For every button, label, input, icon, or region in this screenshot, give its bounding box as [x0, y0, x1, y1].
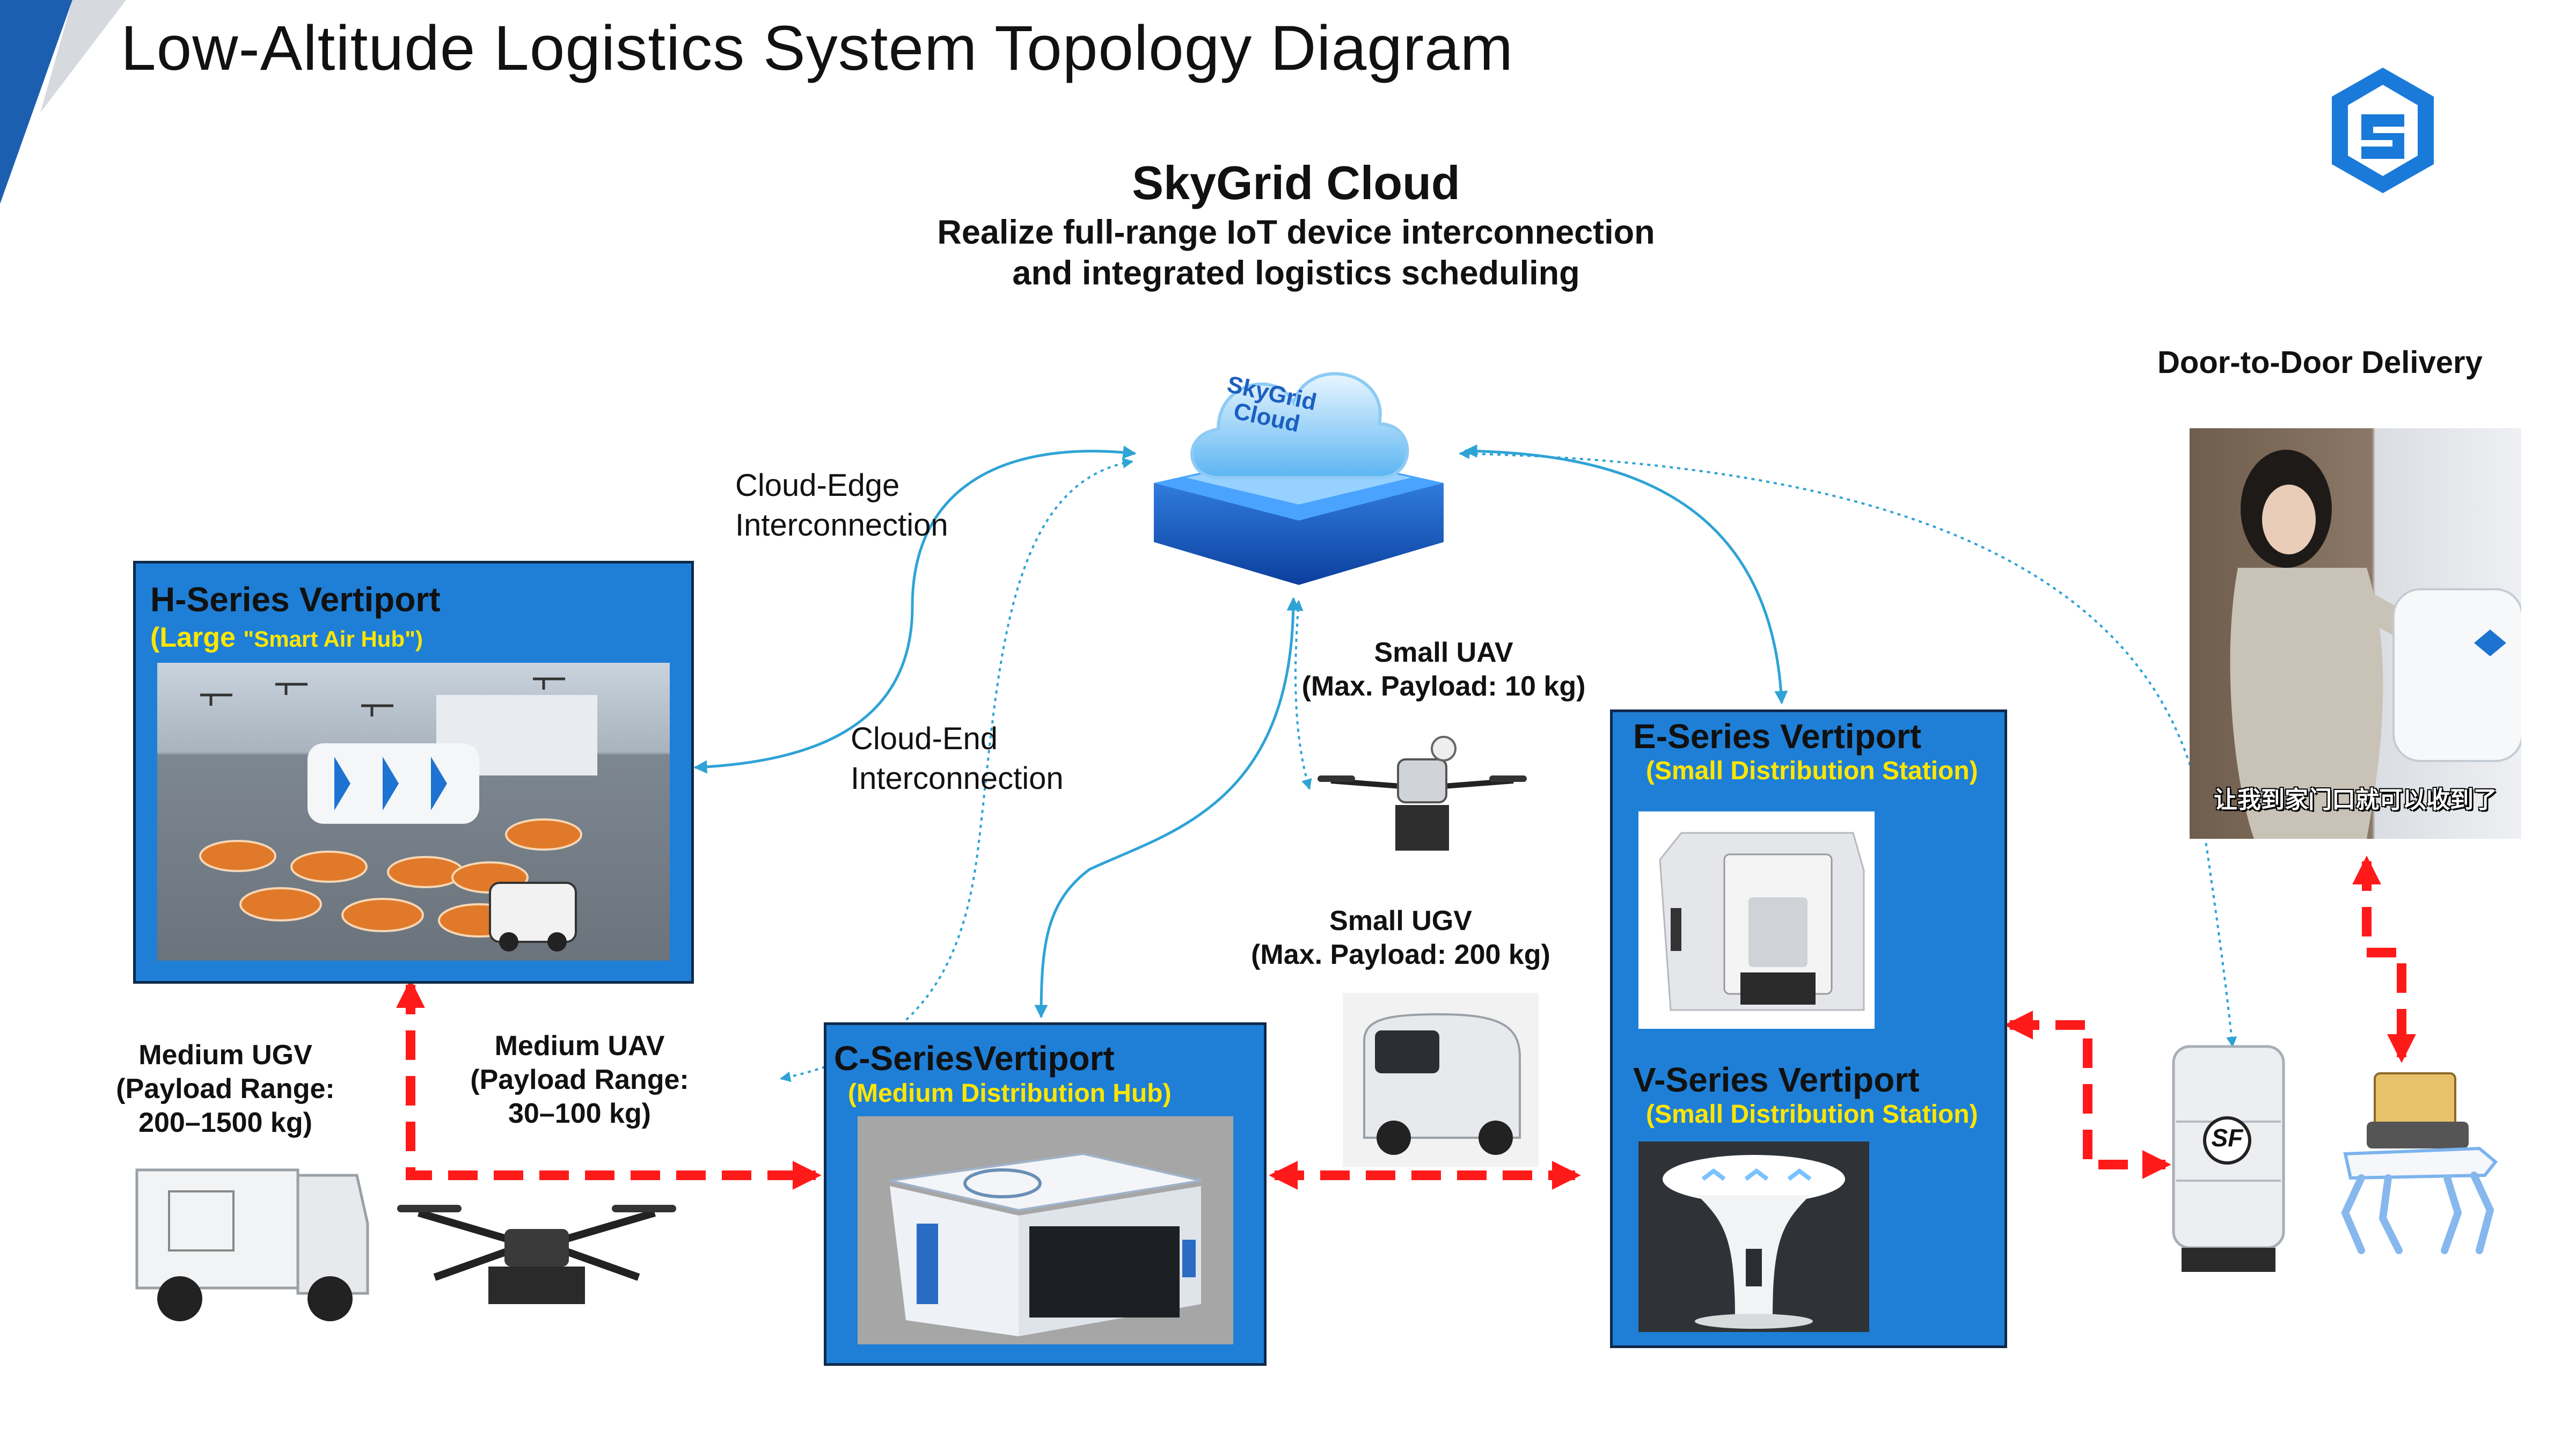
- medium-ugv-line3: 200–1500 kg): [138, 1107, 312, 1138]
- small-ugv-label: Small UGV (Max. Payload: 200 kg): [1242, 904, 1559, 972]
- cloud-subtitle-line2: and integrated logistics scheduling: [1012, 254, 1580, 292]
- flow-station-to-locker: [2004, 1011, 2171, 1179]
- distribution-hub-illustration-icon: [889, 1152, 1202, 1336]
- v-series-station-illustration-icon: [1663, 1155, 1845, 1329]
- cloud-subtitle-line1: Realize full-range IoT device interconne…: [937, 214, 1655, 251]
- c-series-subtitle: (Medium Distribution Hub): [848, 1079, 1172, 1108]
- c-series-vertiport-box[interactable]: C-SeriesVertiport (Medium Distribution H…: [824, 1022, 1267, 1366]
- small-uav-line1: Small UAV: [1374, 637, 1513, 668]
- door-delivery-caption: 让我到家门口就可以收到了: [2214, 787, 2497, 813]
- v-series-photo: [1638, 1141, 1869, 1332]
- cloud-end-line2: Interconnection: [851, 761, 1064, 796]
- medium-uav-label: Medium UAV (Payload Range: 30–100 kg): [445, 1029, 714, 1131]
- smart-locker-icon: [2172, 1045, 2285, 1272]
- cloud-edge-line2: Interconnection: [735, 508, 948, 543]
- door-delivery-photo: 让我到家门口就可以收到了: [2190, 428, 2521, 839]
- small-ugv-photo: [1343, 993, 1539, 1167]
- medium-uav-icon: [397, 1205, 676, 1304]
- page-title: Low-Altitude Logistics System Topology D…: [121, 13, 1514, 84]
- cloud-subtitle: Realize full-range IoT device interconne…: [751, 212, 1841, 294]
- small-uav-icon: [1318, 736, 1527, 851]
- door-delivery-illustration-icon: [2230, 450, 2521, 839]
- e-series-subtitle: (Small Distribution Station): [1646, 757, 1978, 785]
- medium-ugv-label: Medium UGV (Payload Range: 200–1500 kg): [91, 1038, 360, 1140]
- link-cloud-locker: [1459, 448, 2237, 1048]
- h-series-sub-prefix: (Large: [150, 622, 244, 653]
- e-series-title: E-Series Vertiport: [1633, 717, 1922, 756]
- locker-logo: SF: [2211, 1124, 2243, 1152]
- medium-ugv-line1: Medium UGV: [138, 1040, 312, 1071]
- h-series-vertiport-box[interactable]: H-Series Vertiport (Large "Smart Air Hub…: [133, 561, 694, 984]
- smart-air-hub-illustration-icon: [199, 677, 597, 952]
- small-ugv-line1: Small UGV: [1329, 905, 1472, 936]
- h-series-subtitle: (Large "Smart Air Hub"): [150, 621, 423, 654]
- cloud-end-line1: Cloud-End: [851, 721, 998, 756]
- medium-ugv-icon: [135, 1168, 369, 1321]
- medium-uav-line1: Medium UAV: [494, 1030, 665, 1062]
- c-series-photo: [858, 1116, 1233, 1344]
- small-ugv-line2: (Max. Payload: 200 kg): [1251, 939, 1550, 970]
- v-series-title: V-Series Vertiport: [1633, 1060, 1920, 1099]
- cloud-title: SkyGrid Cloud: [1132, 156, 1460, 209]
- medium-uav-line3: 30–100 kg): [508, 1098, 651, 1129]
- cloud-end-label: Cloud-End Interconnection: [851, 719, 1064, 799]
- e-series-photo: [1638, 811, 1875, 1029]
- h-series-sub-name: "Smart Air Hub"): [243, 626, 423, 652]
- medium-ugv-line2: (Payload Range:: [116, 1073, 335, 1104]
- robot-dog-icon: [2341, 1072, 2498, 1254]
- h-series-title: H-Series Vertiport: [150, 580, 441, 619]
- flow-h-to-c: [396, 979, 822, 1190]
- company-logo-icon: [2332, 68, 2434, 193]
- cloud-edge-line1: Cloud-Edge: [735, 468, 900, 503]
- small-uav-line2: (Max. Payload: 10 kg): [1301, 671, 1586, 702]
- small-ugv-icon: [1363, 1013, 1521, 1155]
- door-to-door-title: Door-to-Door Delivery: [2157, 345, 2483, 380]
- flow-door-to-robot: [2352, 855, 2416, 1063]
- small-uav-label: Small UAV (Max. Payload: 10 kg): [1299, 636, 1589, 704]
- medium-uav-line2: (Payload Range:: [470, 1064, 689, 1095]
- cloud-edge-label: Cloud-Edge Interconnection: [735, 466, 948, 545]
- link-cloud-small-uav: [1292, 600, 1312, 790]
- e-v-series-vertiport-box[interactable]: E-Series Vertiport (Small Distribution S…: [1610, 709, 2007, 1348]
- c-series-title: C-SeriesVertiport: [834, 1039, 1115, 1078]
- e-series-station-illustration-icon: [1659, 832, 1865, 1011]
- skygrid-cloud-server-icon: [1154, 372, 1444, 585]
- h-series-photo: [157, 663, 670, 961]
- v-series-subtitle: (Small Distribution Station): [1646, 1100, 1978, 1129]
